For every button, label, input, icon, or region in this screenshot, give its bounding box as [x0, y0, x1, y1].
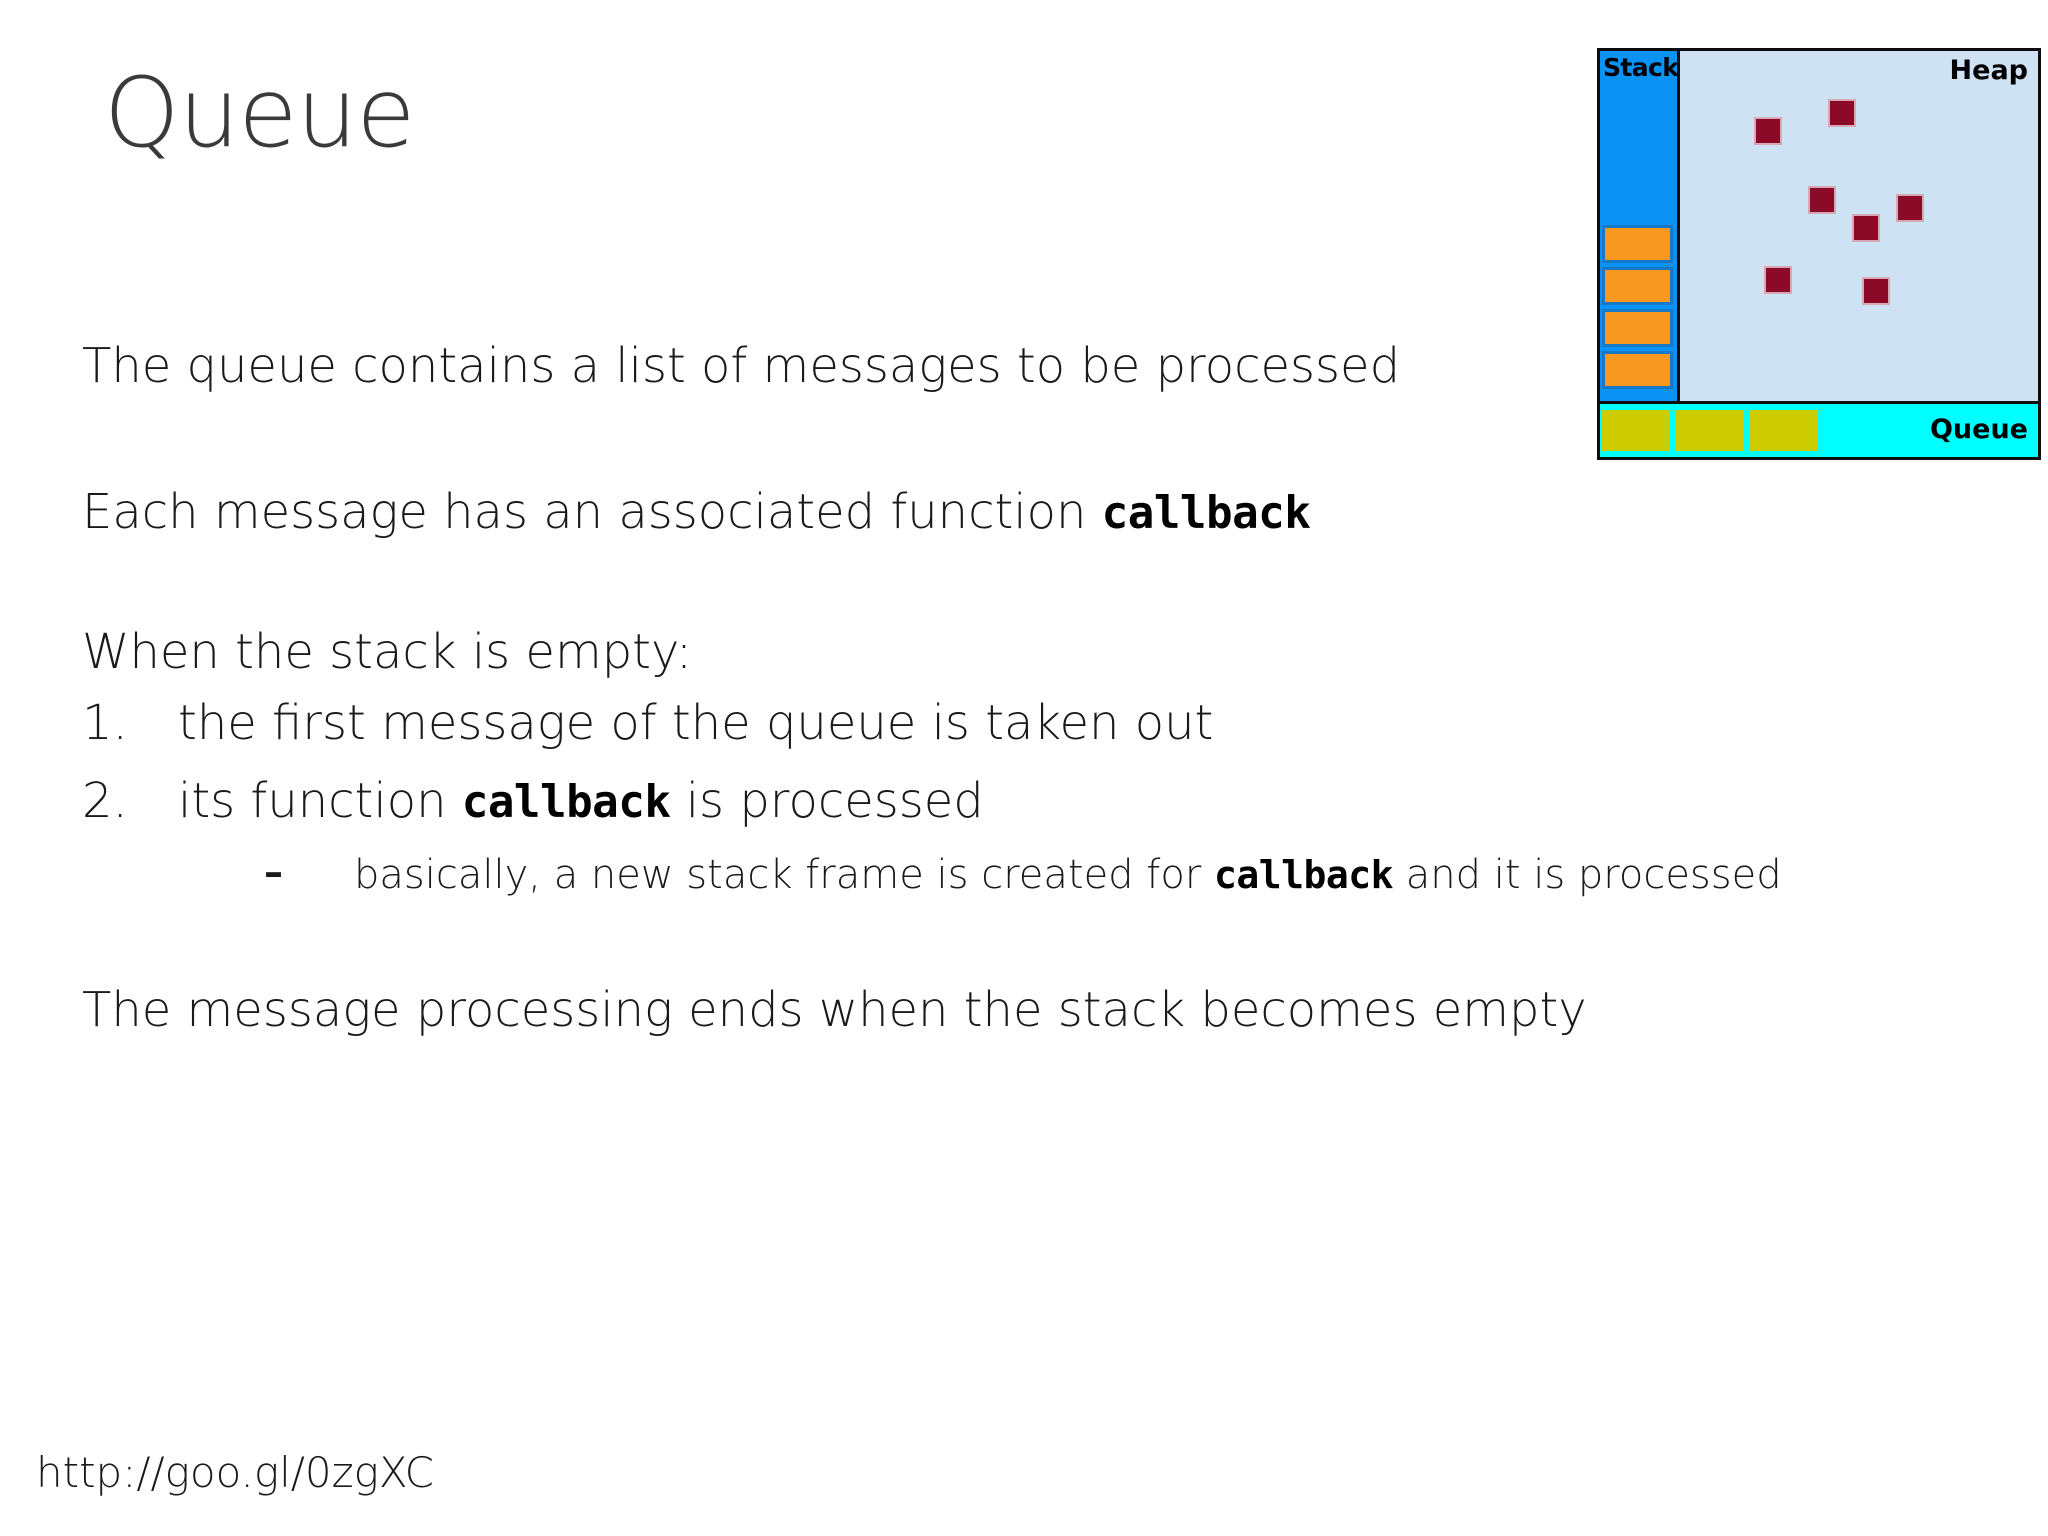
code-callback-2: callback: [461, 777, 671, 828]
paragraph-queue-contains: The queue contains a list of messages to…: [82, 338, 1401, 394]
list-item-step-1: 1. the first message of the queue is take…: [82, 695, 1482, 752]
stack-frame: [1602, 309, 1673, 347]
stack-label: Stack: [1603, 53, 1679, 82]
sub-bullet-text-after: and it is processed: [1393, 851, 1782, 898]
heap-object: [1764, 266, 1792, 294]
step-2-text-before: its function: [178, 773, 462, 829]
stack-frame: [1602, 225, 1673, 263]
spacer-2: [82, 540, 1482, 626]
spacer-3: [82, 898, 1482, 984]
sub-bullet-list: – basically, a new stack frame is created…: [82, 849, 1782, 898]
step-1-text: the first message of the queue is taken …: [178, 695, 1214, 752]
stack-frame: [1602, 351, 1673, 389]
queue-row: Queue: [1600, 401, 2038, 457]
page-title: Queue: [104, 57, 415, 169]
heap-object: [1896, 194, 1924, 222]
ordered-steps-list: 1. the first message of the queue is take…: [82, 695, 1482, 829]
paragraph-message-processing-ends: The message processing ends when the sta…: [82, 981, 1587, 1038]
list-item-step-2: 2. its function callback is processed: [82, 773, 1482, 829]
heap-object: [1852, 214, 1880, 242]
heap-object: [1828, 99, 1856, 127]
queue-message: [1750, 410, 1818, 451]
sub-bullet-text-before: basically, a new stack frame is created …: [354, 851, 1214, 898]
heap-label: Heap: [1949, 55, 2028, 86]
stack-column: Stack: [1600, 51, 1680, 401]
list-item-sub-bullet: – basically, a new stack frame is created…: [82, 849, 1782, 898]
footer-source-url[interactable]: http://goo.gl/0zgXC: [36, 1448, 434, 1497]
code-callback-1: callback: [1101, 487, 1311, 539]
heap-object: [1808, 186, 1836, 214]
spacer-1: [82, 394, 1482, 486]
queue-message: [1602, 410, 1670, 451]
step-1-number: 1.: [82, 695, 128, 752]
diagram-inner: Heap Stack Queue: [1600, 51, 2038, 457]
stack-frame: [1602, 267, 1673, 305]
queue-message: [1676, 410, 1744, 451]
dash-bullet-icon: –: [264, 849, 283, 894]
slide-body: The queue contains a list of messages to…: [82, 338, 1782, 1038]
step-2-number: 2.: [82, 773, 128, 829]
step-2-text-after: is processed: [670, 773, 984, 829]
paragraph-each-message-prefix: Each message has an associated function: [82, 483, 1102, 540]
heap-object: [1862, 277, 1890, 305]
code-callback-3: callback: [1214, 852, 1394, 897]
paragraph-each-message: Each message has an associated function …: [82, 483, 1482, 540]
paragraph-when-stack-empty: When the stack is empty:: [82, 623, 693, 680]
queue-label: Queue: [1929, 414, 2028, 445]
heap-object: [1754, 117, 1782, 145]
runtime-model-diagram: Heap Stack Queue: [1597, 48, 2041, 460]
